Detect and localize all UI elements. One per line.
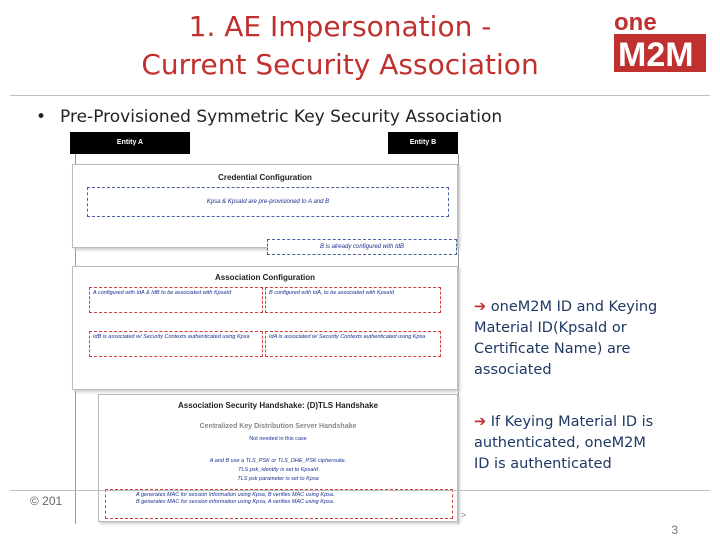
pre-provisioned-note: Kpsa & KpsaId are pre-provisioned to A a… (87, 187, 449, 217)
bullet-item: • Pre-Provisioned Symmetric Key Security … (36, 107, 502, 127)
logo-text-m2m: M2M (618, 36, 694, 74)
onem2m-logo: one M2M (614, 9, 706, 74)
association-cell-2: B configured with IdA, to be associated … (265, 287, 441, 313)
note1-line-2: Material ID(KpsaId or (474, 320, 627, 336)
handshake-section: Association Security Handshake: (D)TLS H… (98, 394, 458, 522)
page-number: 3 (671, 523, 678, 537)
note1-line-3: Certificate Name) are (474, 341, 631, 357)
note1-line-1: oneM2M ID and Keying (486, 299, 658, 315)
note-association: ➔ oneM2M ID and Keying Material ID(KpsaI… (474, 297, 657, 381)
title-line-2: Current Security Association (141, 48, 539, 81)
association-configuration-title: Association Configuration (215, 273, 315, 282)
handshake-line-1: A and B use a TLS_PSK or TLS_DHE_PSK cip… (209, 458, 347, 464)
credential-configuration-title: Credential Configuration (218, 173, 312, 182)
arrow-right-icon: ➔ (474, 299, 487, 315)
note2-line-2: authenticated, oneM2M (474, 435, 646, 451)
bullet-text: Pre-Provisioned Symmetric Key Security A… (60, 107, 503, 127)
title-line-1: 1. AE Impersonation - (188, 10, 492, 43)
logo-text-one: one (614, 9, 657, 36)
association-configuration-section: Association Configuration A configured w… (72, 266, 458, 390)
mac-bullet-2: B generates MAC for session information … (136, 499, 335, 505)
footer-divider (10, 490, 710, 491)
handshake-mac-box: A generates MAC for session information … (105, 489, 453, 519)
association-cell-4: IdA is associated w/ Security Contexts a… (265, 331, 441, 357)
note-authentication: ➔ If Keying Material ID is authenticated… (474, 412, 653, 475)
note2-line-1: If Keying Material ID is (486, 414, 654, 430)
footer-copyright: © 201 (30, 494, 63, 508)
arrow-right-icon: ➔ (474, 414, 487, 430)
handshake-title: Association Security Handshake: (D)TLS H… (177, 401, 379, 410)
footer-caret: > (461, 510, 467, 520)
note1-line-4: associated (474, 362, 552, 378)
slide-title: 1. AE Impersonation - Current Security A… (120, 8, 560, 84)
handshake-line-3: TLS psk parameter is set to Kpsa (237, 476, 319, 482)
entity-a-header: Entity A (70, 132, 190, 154)
lifeline-b (458, 154, 459, 524)
note2-line-3: ID is authenticated (474, 456, 612, 472)
association-cell-1: A configured with IdA & IdB to be associ… (89, 287, 263, 313)
bullet-dot: • (36, 107, 47, 127)
b-configured-note: B is already configured with IdB (267, 239, 457, 255)
sequence-diagram: Entity A Entity B Credential Configurati… (70, 132, 465, 527)
centralized-key-server-title: Centralized Key Distribution Server Hand… (199, 423, 357, 430)
credential-configuration-section: Credential Configuration Kpsa & KpsaId a… (72, 164, 458, 255)
title-divider (10, 95, 710, 96)
mac-bullet-1: A generates MAC for session information … (136, 492, 335, 498)
entity-b-header: Entity B (388, 132, 458, 154)
not-needed-note: Not needed in this case (249, 436, 307, 442)
handshake-line-2: TLS psk_identity is set to KpsaId (238, 467, 318, 473)
association-cell-3: IdB is associated w/ Security Contexts a… (89, 331, 263, 357)
